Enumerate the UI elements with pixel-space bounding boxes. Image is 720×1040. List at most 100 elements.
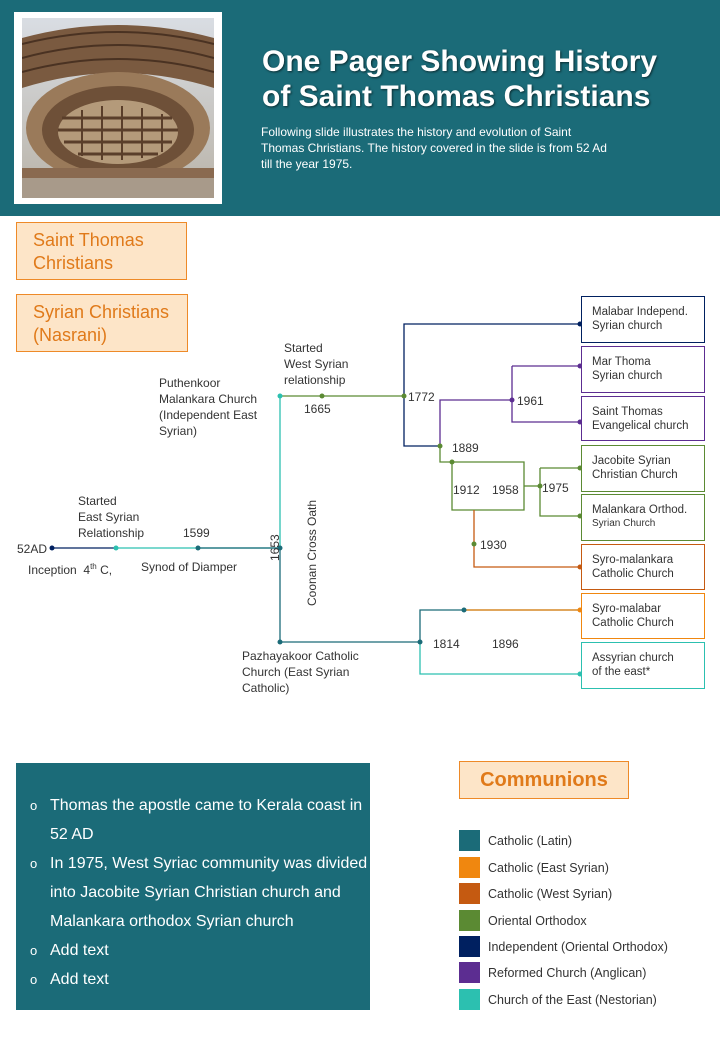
church-name: Syrian church — [592, 320, 663, 332]
church-box-assyrian: Assyrian church of the east* — [581, 642, 705, 689]
started-west-2: West Syrian — [284, 357, 349, 371]
legend-label: Catholic (Latin) — [488, 834, 573, 848]
dot-1665 — [319, 393, 325, 399]
dot-inception — [113, 545, 119, 551]
line-1912-1958 — [451, 461, 525, 511]
puthenkoor-1: Puthenkoor — [159, 376, 221, 390]
legend-swatch — [459, 989, 480, 1010]
legend-label: Church of the East (Nestorian) — [488, 993, 657, 1007]
church-name: Catholic Church — [592, 617, 674, 629]
line-1889 — [439, 446, 452, 463]
label-started-east-syrian: Started East Syrian Relationship — [78, 493, 144, 541]
list-item: o Thomas the apostle came to Kerala coast… — [30, 791, 370, 849]
th-text: th — [90, 562, 97, 571]
bullet-text: Add text — [50, 971, 109, 988]
bullet-text: In 1975, West Syriac community was divid… — [50, 855, 368, 872]
dot-1961 — [509, 397, 515, 403]
church-name: Syrian church — [592, 370, 663, 382]
legend-swatch — [459, 910, 480, 931]
church-name: Syro-malankara — [592, 554, 674, 566]
subtitle-line-2: Thomas Christians. The history covered i… — [261, 141, 607, 155]
key-points-panel: o Thomas the apostle came to Kerala coast… — [16, 763, 370, 1010]
photo-frame — [14, 12, 222, 204]
list-item: o In 1975, West Syriac community was divi… — [30, 849, 370, 936]
dot-1889 — [437, 443, 443, 449]
church-box-mar-thoma: Mar Thoma Syrian church — [581, 346, 705, 393]
label-coonan-cross-oath: Coonan Cross Oath — [305, 499, 319, 606]
line-malabar-independent — [403, 323, 580, 396]
page-subtitle: Following slide illustrates the history … — [261, 124, 661, 172]
label-1975: 1975 — [542, 481, 569, 495]
pazhayakoor-2: Church (East Syrian — [242, 665, 350, 679]
legend-label: Catholic (West Syrian) — [488, 887, 613, 901]
dot-puthenkoor — [277, 393, 283, 399]
label-1889: 1889 — [452, 441, 479, 455]
church-name: Syro-malabar — [592, 603, 662, 615]
subtitle-line-3: till the year 1975. — [261, 157, 353, 171]
label-1912: 1912 — [453, 483, 480, 497]
saint-thomas-label-2: Christians — [33, 253, 114, 273]
dot-52ad — [49, 545, 55, 551]
label-1896: 1896 — [492, 637, 519, 651]
saint-thomas-label-1: Saint Thomas — [33, 230, 144, 250]
church-name: Mar Thoma — [592, 356, 651, 368]
bullet-marker: o — [30, 856, 38, 871]
label-synod-of-diamper: Synod of Diamper — [141, 560, 238, 574]
church-name: Malabar Independ. — [592, 306, 688, 318]
line-1930 — [473, 510, 580, 568]
started-east-2: East Syrian — [78, 510, 140, 524]
line-1961 — [511, 366, 580, 423]
church-box-syro-malabar: Syro-malabar Catholic Church — [581, 593, 705, 639]
puthenkoor-3: (Independent East — [159, 408, 258, 422]
church-name: Catholic Church — [592, 568, 674, 580]
label-1599: 1599 — [183, 526, 210, 540]
bullet-marker: o — [30, 943, 38, 958]
label-1814: 1814 — [433, 637, 460, 651]
legend-swatch — [459, 883, 480, 904]
label-1665: 1665 — [304, 402, 331, 416]
label-1653: 1653 — [268, 534, 282, 561]
legend-swatch — [459, 936, 480, 957]
colosseum-photo — [22, 18, 214, 198]
church-name: of the east* — [592, 666, 651, 678]
dot-1975 — [537, 483, 543, 489]
legend-label: Catholic (East Syrian) — [488, 861, 609, 875]
subtitle-line-1: Following slide illustrates the history … — [261, 125, 572, 139]
label-puthenkoor: Puthenkoor Malankara Church (Independent… — [159, 375, 257, 439]
list-item: o Add text — [30, 936, 370, 965]
label-pazhayakoor: Pazhayakoor Catholic Church (East Syrian… — [242, 648, 359, 696]
label-1958: 1958 — [492, 483, 519, 497]
bullet-text: Malankara orthodox Syrian church — [50, 913, 294, 930]
church-name: Assyrian church — [592, 652, 674, 664]
bullet-text: Add text — [50, 942, 109, 959]
label-52ad: 52AD — [17, 542, 48, 556]
bullet-marker: o — [30, 798, 38, 813]
century-text: C, — [100, 563, 113, 577]
church-box-malankara-orthodox: Malankara Orthod. Syrian Church — [581, 494, 705, 541]
label-inception: Inception 4th C, — [28, 559, 112, 578]
church-box-syro-malankara: Syro-malankara Catholic Church — [581, 544, 705, 590]
label-1930: 1930 — [480, 538, 507, 552]
title-line-2: of Saint Thomas Christians — [262, 80, 651, 113]
pazhayakoor-3: Catholic) — [242, 681, 290, 695]
church-name: Syrian Church — [592, 518, 656, 529]
dot-1814 — [417, 639, 423, 645]
syrian-christians-label-2: (Nasrani) — [33, 325, 108, 345]
legend-swatch — [459, 830, 480, 851]
church-name: Malankara Orthod. — [592, 504, 688, 516]
lineage-connectors — [49, 321, 583, 677]
church-box-malabar-independent: Malabar Independ. Syrian church — [581, 296, 705, 343]
started-west-1: Started — [284, 341, 323, 355]
church-box-jacobite: Jacobite Syrian Christian Church — [581, 445, 705, 492]
church-name: Christian Church — [592, 469, 678, 481]
bullet-text: into Jacobite Syrian Christian church an… — [50, 884, 341, 901]
bullet-text: Thomas the apostle came to Kerala coast … — [50, 797, 363, 814]
page-title: One Pager Showing History of Saint Thoma… — [262, 44, 702, 114]
syrian-christians-label-1: Syrian Christians — [33, 302, 170, 322]
line-reformed — [439, 399, 512, 446]
started-west-3: relationship — [284, 373, 346, 387]
dot-1772 — [401, 393, 407, 399]
legend-label: Reformed Church (Anglican) — [488, 966, 647, 980]
syrian-christians-box: Syrian Christians (Nasrani) — [16, 294, 188, 352]
